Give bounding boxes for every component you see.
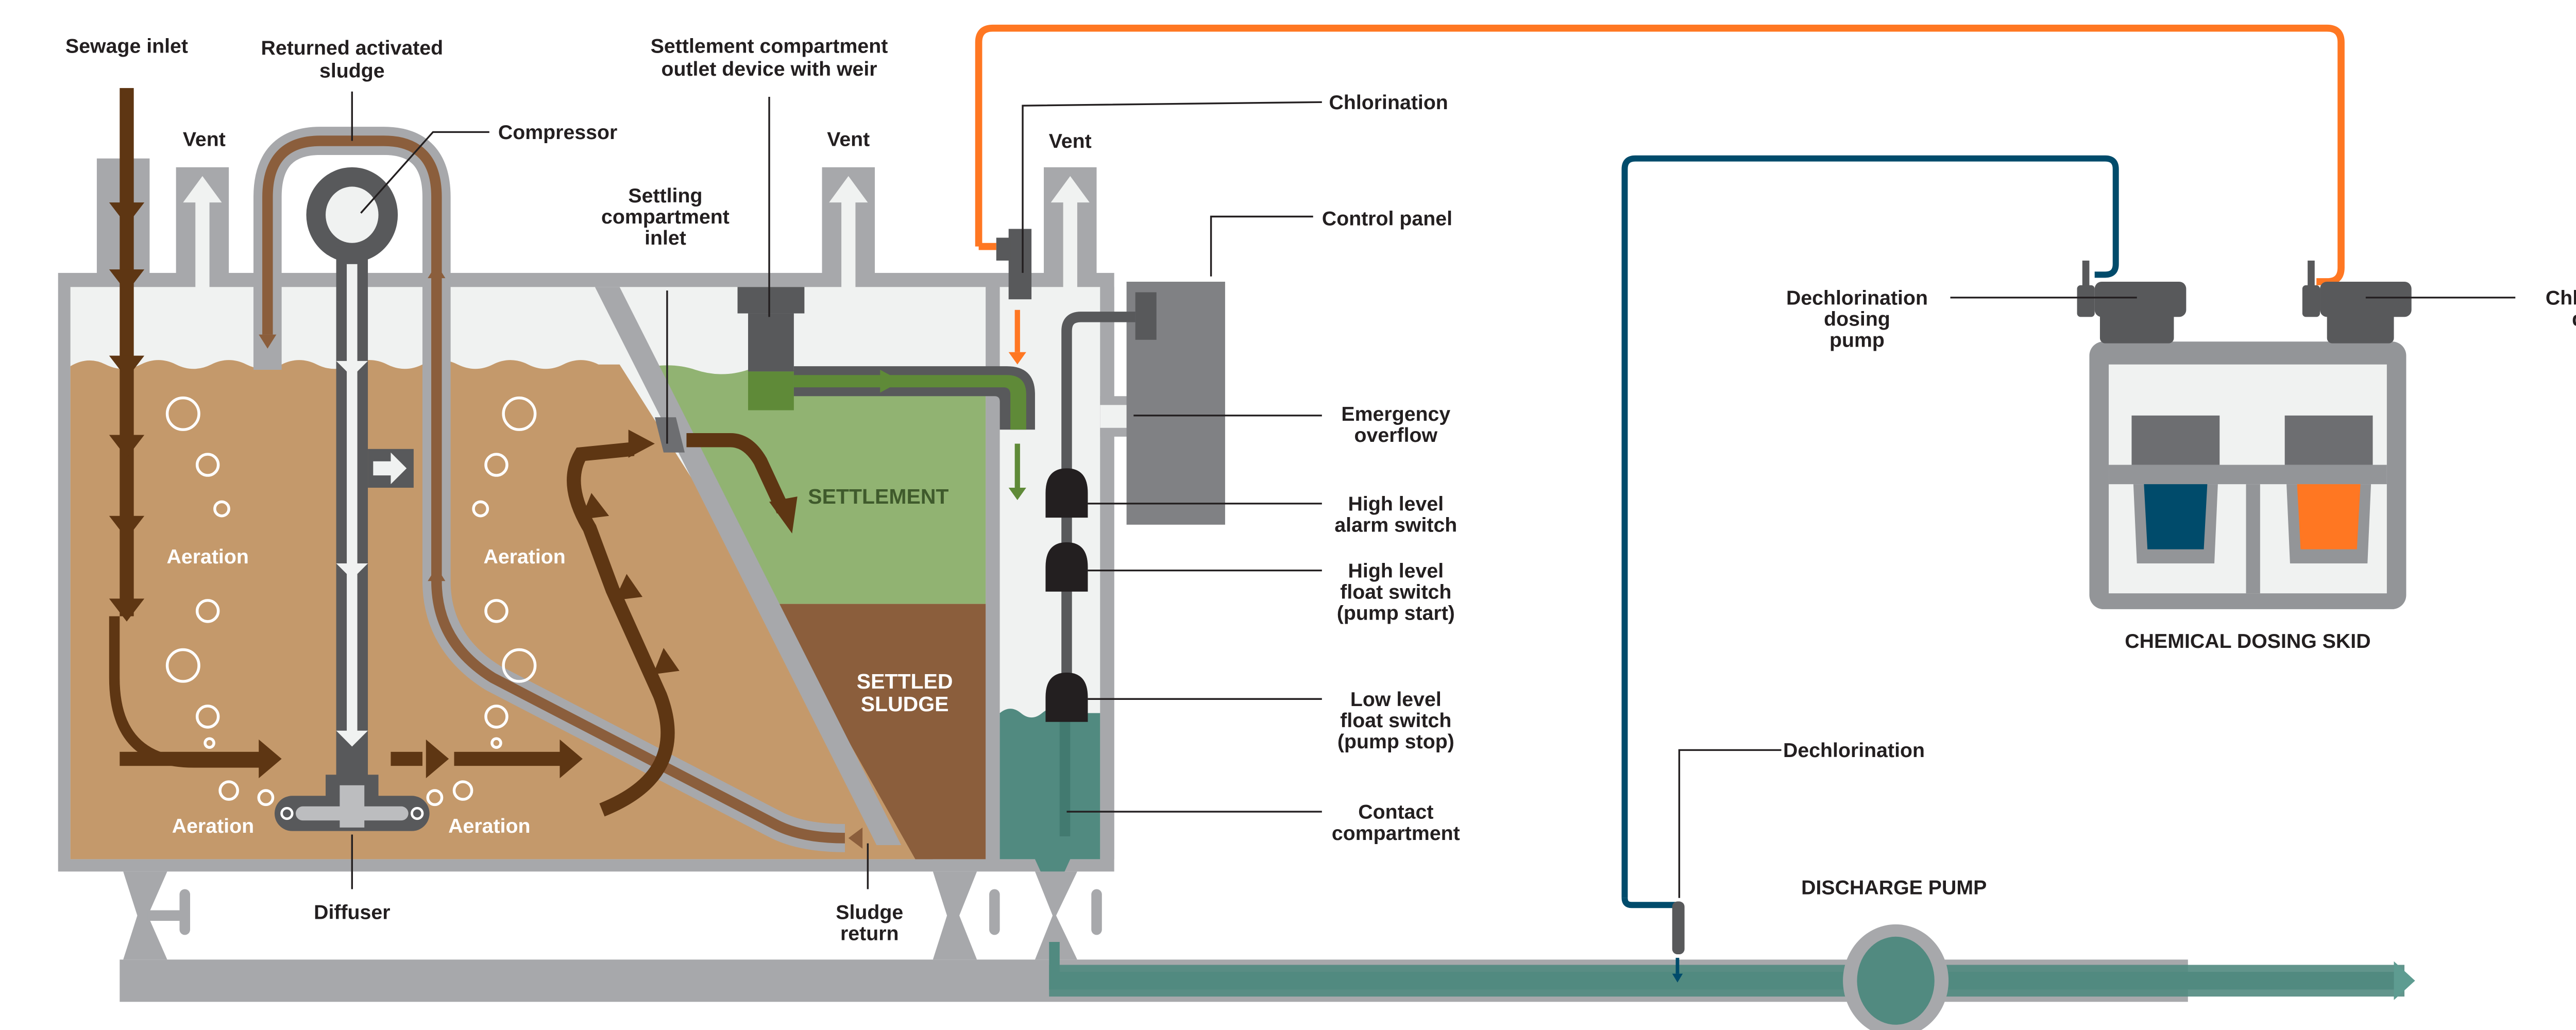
label-chlor-pump-2: dosing	[2572, 307, 2576, 330]
label-contact-1: Contact	[1358, 801, 1433, 823]
settling-circulation-flow	[567, 433, 790, 817]
float-switch-cable	[1061, 312, 1136, 713]
label-dechlor-pump-3: pump	[1829, 329, 1885, 351]
label-returned-activated-sludge-2: sludge	[319, 59, 385, 82]
flow-arrow-icon	[880, 369, 902, 393]
low-level-float-switch[interactable]	[1045, 672, 1088, 722]
label-settling-inlet-3: inlet	[645, 227, 686, 249]
aeration-bubbles	[165, 396, 537, 806]
settling-inlet-port	[654, 417, 685, 453]
high-level-float-switch[interactable]	[1045, 542, 1088, 592]
vent-arrow-icon	[829, 176, 868, 203]
label-settled-sludge-2: SLUDGE	[861, 692, 949, 716]
label-dechlorination: Dechlorination	[1783, 739, 1925, 762]
aeration-liquor	[70, 360, 933, 860]
control-panel-connector	[1135, 292, 1157, 340]
label-compressor: Compressor	[498, 121, 617, 144]
label-settling-inlet-2: compartment	[601, 205, 730, 228]
flow-arrowheads	[581, 430, 798, 675]
compressor[interactable]	[306, 167, 398, 263]
label-vent-1: Vent	[183, 128, 226, 151]
label-emergency-overflow-2: overflow	[1354, 424, 1438, 447]
vent-arrow-icon	[183, 176, 222, 203]
settlement-zone	[637, 365, 986, 604]
arrow-down-icon	[1008, 352, 1026, 365]
arrow-down-icon	[259, 334, 277, 349]
discharge-line	[1049, 924, 2415, 1030]
settlement-outlet-device	[737, 287, 1035, 430]
main-tank	[58, 88, 2188, 1002]
chlorination-line	[975, 24, 2345, 285]
label-sewage-inlet: Sewage inlet	[65, 35, 188, 58]
label-sludge-return-2: return	[840, 922, 899, 945]
leader-lines	[351, 91, 2516, 898]
label-settlement: SETTLEMENT	[808, 485, 948, 508]
dechlorination-line	[1621, 155, 2119, 898]
settled-sludge-zone	[771, 604, 986, 860]
label-settling-inlet-1: Settling	[628, 184, 702, 207]
dechlorination-dosing-pump[interactable]	[2077, 260, 2187, 344]
label-aeration-1: Aeration	[166, 545, 248, 568]
arrow-left-icon	[848, 827, 863, 849]
label-dechlor-pump-1: Dechlorination	[1786, 286, 1928, 309]
label-emergency-overflow-1: Emergency	[1341, 403, 1450, 425]
label-high-alarm-2: alarm switch	[1334, 513, 1457, 536]
chlorination-chemical-tank	[2297, 484, 2361, 550]
label-dechlor-pump-2: dosing	[1824, 307, 1890, 330]
label-aeration-2: Aeration	[483, 545, 565, 568]
sewage-inlet-flow	[109, 88, 583, 779]
label-high-float-3: (pump start)	[1337, 602, 1455, 624]
label-vent-2: Vent	[827, 128, 870, 151]
label-returned-activated-sludge-1: Returned activated	[261, 37, 443, 59]
discharge-pump[interactable]	[1843, 924, 1949, 1030]
chlorination-injector	[1008, 229, 1032, 300]
pump-suction-pipe	[1059, 713, 1071, 836]
dechlorination-chemical-tank	[2144, 484, 2208, 550]
returned-activated-sludge-pipe	[262, 135, 845, 844]
chlorination-dosing-pump[interactable]	[2302, 260, 2412, 344]
label-aeration-3: Aeration	[172, 815, 254, 837]
dechlorination-injector	[1672, 901, 1685, 983]
label-discharge-pump: DISCHARGE PUMP	[1801, 877, 1987, 899]
arrow-down-icon	[1008, 488, 1026, 500]
label-high-float-2: float switch	[1340, 580, 1451, 603]
high-level-alarm-switch[interactable]	[1045, 468, 1088, 518]
vent-1	[176, 167, 229, 291]
label-low-float-3: (pump stop)	[1337, 730, 1454, 753]
outer-wall-right	[1100, 287, 1114, 860]
contact-water	[999, 709, 1100, 898]
vent-3	[1044, 167, 1097, 291]
label-chlorination: Chlorination	[1329, 91, 1448, 114]
vent-arrow-icon	[1050, 176, 1090, 203]
label-low-float-2: float switch	[1340, 709, 1451, 732]
arrow-right-icon	[373, 452, 407, 485]
label-diffuser: Diffuser	[314, 901, 390, 924]
label-outlet-device-2: outlet device with weir	[661, 58, 877, 80]
label-settled-sludge-1: SETTLED	[857, 670, 953, 693]
vent-2	[822, 167, 875, 291]
label-sludge-return-1: Sludge	[836, 901, 903, 924]
label-outlet-device-1: Settlement compartment	[651, 35, 888, 58]
label-contact-2: compartment	[1332, 822, 1460, 845]
label-vent-3: Vent	[1049, 130, 1092, 152]
label-high-float-1: High level	[1348, 559, 1444, 582]
label-chlor-pump-1: Chlorination	[2546, 286, 2576, 309]
label-aeration-4: Aeration	[448, 815, 530, 837]
chemical-dosing-skid	[2089, 341, 2406, 609]
label-chemical-dosing-skid: CHEMICAL DOSING SKID	[2125, 630, 2370, 653]
label-high-alarm-1: High level	[1348, 492, 1444, 515]
diffuser[interactable]	[274, 775, 430, 831]
arrow-right-icon	[2394, 961, 2415, 1000]
label-low-float-1: Low level	[1350, 688, 1442, 711]
label-control-panel: Control panel	[1322, 208, 1452, 230]
labels: Sewage inlet Returned activated sludge C…	[65, 35, 2576, 945]
